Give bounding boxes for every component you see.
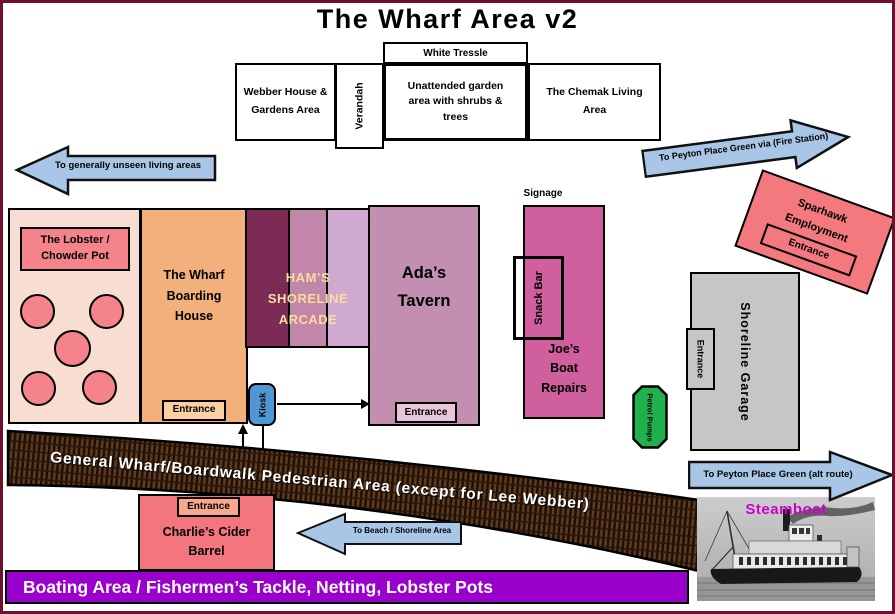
- boating-area-banner: Boating Area / Fishermen’s Tackle, Netti…: [5, 570, 689, 604]
- joes-line2: Boat: [550, 361, 578, 376]
- joes-boat-repairs-building: Joe’s Boat Repairs: [523, 205, 605, 419]
- garden-line2: area with shrubs &: [408, 95, 503, 108]
- steamboat-illustration: [697, 497, 875, 601]
- charlies-line2: Barrel: [188, 544, 225, 559]
- arrow-to-beach-shoreline: To Beach / Shoreline Area: [295, 512, 463, 556]
- boating-area-label: Boating Area / Fishermen’s Tackle, Netti…: [23, 576, 494, 597]
- lobster-pot-table: [89, 294, 124, 329]
- joes-line1: Joe’s: [548, 342, 580, 356]
- arcade-stripe-dark: [247, 210, 288, 346]
- tavern-line2: Tavern: [397, 292, 451, 311]
- webber-line1: Webber House &: [243, 86, 328, 99]
- lobster-chowder-pot-sign: The Lobster / Chowder Pot: [20, 227, 130, 271]
- chemak-line1: The Chemak Living: [546, 86, 643, 99]
- arrow-alt-label: To Peyton Place Green (alt route): [703, 469, 853, 480]
- webber-house-box: Webber House & Gardens Area: [235, 63, 336, 141]
- adas-tavern-building: Ada’s Tavern Entrance: [368, 205, 480, 426]
- lobster-pot-table: [82, 370, 117, 405]
- garage-label: Shoreline Garage: [738, 301, 753, 422]
- lobster-pot-table: [54, 330, 91, 367]
- garden-line1: Unattended garden: [407, 80, 504, 93]
- chemak-living-area-box: The Chemak Living Area: [528, 63, 661, 141]
- arrow-to-peyton-place-fire-station: To Peyton Place Green via (Fire Station): [639, 109, 855, 192]
- arcade-sign-text: HAM’S SHORELINE ARCADE: [245, 268, 371, 330]
- arcade-line2: SHORELINE: [267, 290, 349, 306]
- steamboat-photo: Steamboat: [697, 497, 875, 601]
- right-block-arrow-icon: [640, 118, 852, 179]
- arcade-line1: HAM’S: [285, 270, 331, 285]
- boarding-line2: Boarding: [166, 288, 222, 303]
- kiosk-to-tavern-arrow: [277, 397, 371, 411]
- left-block-arrow-icon: [295, 512, 462, 556]
- white-tressle-label: White Tressle: [423, 47, 488, 59]
- arcade-line3: ARCADE: [278, 311, 338, 327]
- arrow-unseen-label: To generally unseen living areas: [54, 160, 202, 171]
- arrow-beach-label: To Beach / Shoreline Area: [352, 526, 452, 535]
- garage-entrance-label: Entrance: [695, 339, 706, 379]
- arrow-to-unseen-living-areas: To generally unseen living areas: [14, 143, 218, 197]
- right-block-arrow-icon: [688, 450, 892, 502]
- signage-label: Signage: [523, 188, 563, 199]
- verandah-label: Verandah: [353, 82, 366, 130]
- arrow-to-peyton-place-alt-route: To Peyton Place Green (alt route): [688, 450, 892, 504]
- kiosk-label: Kiosk: [257, 392, 268, 417]
- garden-line3: trees: [442, 110, 469, 123]
- boarding-line3: House: [174, 309, 214, 324]
- joes-line3: Repairs: [541, 380, 587, 395]
- verandah-box: Verandah: [335, 63, 384, 149]
- kiosk-box: Kiosk: [248, 383, 276, 426]
- left-block-arrow-icon: [14, 145, 217, 196]
- petrol-pumps: Petrol Pumps: [632, 385, 668, 449]
- lobster-chowder-pot-building: The Lobster / Chowder Pot: [8, 208, 141, 424]
- garden-area-box: Unattended garden area with shrubs & tre…: [383, 63, 528, 141]
- white-tressle-box: White Tressle: [383, 42, 528, 64]
- charlies-line1: Charlie’s Cider: [162, 525, 251, 539]
- boarding-house-entrance: Entrance: [162, 400, 226, 421]
- steamboat-label: Steamboat: [745, 501, 827, 518]
- lobster-pot-table: [21, 371, 56, 406]
- tavern-entrance: Entrance: [395, 402, 457, 423]
- lobster-line1: The Lobster /: [40, 234, 110, 247]
- octagon-icon: [632, 385, 668, 449]
- charlies-cider-barrel-building: Entrance Charlie’s Cider Barrel: [138, 494, 275, 571]
- chemak-line2: Area: [582, 104, 607, 116]
- garage-entrance: Entrance: [686, 328, 715, 390]
- snack-bar-label: Snack Bar: [532, 271, 545, 325]
- arcade-stripe-light: [328, 210, 369, 346]
- page-title: The Wharf Area v2: [316, 4, 579, 34]
- webber-line2: Gardens Area: [251, 104, 320, 116]
- lobster-line2: Chowder Pot: [41, 250, 109, 262]
- lobster-pot-table: [20, 294, 55, 329]
- tavern-line1: Ada’s: [401, 264, 447, 282]
- charlies-entrance: Entrance: [177, 497, 240, 517]
- boarding-line1: The Wharf: [163, 268, 225, 282]
- snack-bar-box: Snack Bar: [513, 256, 564, 340]
- right-line-arrow-icon: [277, 399, 370, 409]
- wharf-boarding-house-building: The Wharf Boarding House Entrance: [140, 208, 248, 424]
- arcade-stripe-mid: [288, 210, 328, 346]
